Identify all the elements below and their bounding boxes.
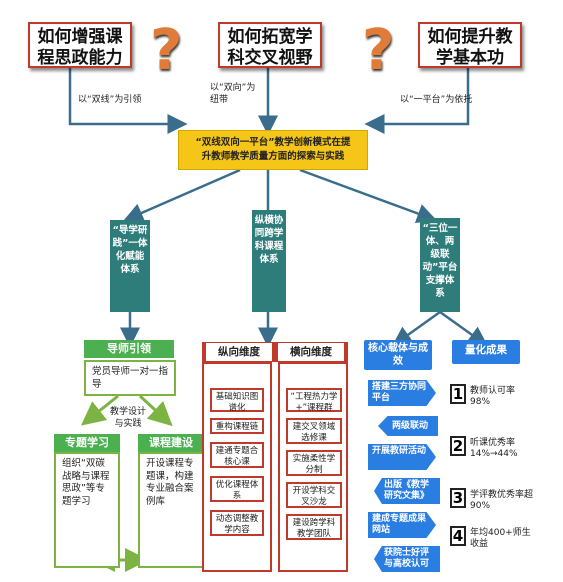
sub1-title: 专题学习 [54, 434, 120, 452]
connector-label-middle-2: 纽带 [210, 95, 229, 105]
col2-header: 横向维度 [278, 343, 344, 361]
sub1-box: 组织“双碳战略与课程思政”等专题学习 [54, 452, 120, 568]
col1-item: 动态调整教学内容 [210, 510, 264, 536]
question-mark-icon-1: ? [150, 18, 183, 83]
col1-header: 纵向维度 [206, 343, 272, 361]
question-3-line1: 如何提升教 [427, 27, 513, 47]
result-number: 3 [450, 488, 466, 508]
col2-item: 建交叉领域选修课 [286, 418, 342, 444]
col2-item: 开设学科交叉沙龙 [286, 482, 342, 508]
question-1-line1: 如何增强课 [37, 27, 123, 47]
mentor-text: 党员导师一对一指导 [92, 366, 169, 390]
question-2-line1: 如何拓宽学 [227, 27, 313, 47]
right-left-title-text: 核心载体与成效 [368, 343, 428, 367]
result-text: 教师认可率98% [470, 386, 516, 407]
col1-item: 重构课程链 [210, 418, 264, 434]
branch-connector [120, 168, 489, 348]
question-2-line2: 科交叉视野 [227, 48, 313, 68]
connector-label-middle-1: 以“双向”为 [210, 83, 256, 93]
flow-arrow: 建成专题成果网站 [368, 512, 436, 538]
col2-item: “工程热力学+”课程群 [286, 388, 342, 413]
right-right-title-text: 量化成果 [465, 344, 507, 356]
top-connector [68, 64, 470, 136]
right-right-title: 量化成果 [452, 340, 520, 364]
result-number: 4 [450, 526, 466, 546]
question-mark-icon-2: ? [362, 18, 395, 83]
result-text: 学评教优秀率超90% [470, 490, 534, 511]
result-text: 年均400+师生收益 [470, 528, 531, 549]
center-title-line1: “双线双向一平台”教学创新模式在提 [195, 137, 351, 148]
question-box-1: 如何增强课 程思政能力 [28, 22, 132, 68]
right-left-title: 核心载体与成效 [364, 340, 432, 370]
center-title-box: “双线双向一平台”教学创新模式在提 升教师教学质量方面的探索与实践 [178, 130, 368, 170]
question-box-3: 如何提升教 学基本功 [418, 22, 522, 68]
col1-item: 优化课程体系 [210, 476, 264, 502]
col2-item: 建设跨学科教学团队 [286, 514, 342, 540]
pillar-platform: “三位一体、两级联动”平台支撑体系 [420, 218, 460, 312]
middle-label: 教学设计与实践 [109, 407, 146, 429]
mentor-box: 党员导师一对一指导 [84, 360, 176, 396]
left-panel-title: 导师引领 [84, 340, 174, 358]
col1-item: 基础知识图谱化 [210, 388, 264, 413]
sub2-box: 开设课程专题课，构建专业融合案例库 [138, 452, 204, 568]
flow-arrow: 两级联动 [378, 416, 438, 436]
question-box-2: 如何拓宽学 科交叉视野 [218, 22, 322, 68]
flow-arrow: 开展教研活动 [368, 444, 436, 470]
flow-arrow: 获院士好评与高校认可 [374, 546, 440, 572]
result-number: 2 [450, 436, 466, 456]
pillar-guide: “导学研践”一体化赋能体系 [110, 220, 150, 312]
result-text: 听课优秀率14%→44% [470, 438, 518, 459]
result-number: 1 [450, 384, 466, 404]
pillar-curriculum: 纵横协同跨学科课程体系 [252, 210, 286, 312]
sub2-text: 开设课程专题课，构建专业融合案例库 [146, 458, 194, 507]
connector-label-right: 以“一平台”为依托 [400, 95, 473, 105]
question-1-line2: 程思政能力 [37, 48, 123, 68]
flow-arrow: 出版《教学研究文集》 [374, 478, 440, 504]
question-3-line2: 学基本功 [436, 48, 504, 68]
sub1-text: 组织“双碳战略与课程思政”等专题学习 [62, 458, 110, 507]
connector-label-left: 以“双线”为引领 [78, 95, 142, 105]
center-title-line2: 升教师教学质量方面的探索与实践 [201, 151, 345, 162]
sub2-title: 课程建设 [138, 434, 204, 452]
col2-item: 实施柔性学分制 [286, 450, 342, 476]
col1-item: 建通专题合核心课 [210, 442, 264, 468]
flow-arrow: 搭建三方协同平台 [368, 380, 436, 406]
